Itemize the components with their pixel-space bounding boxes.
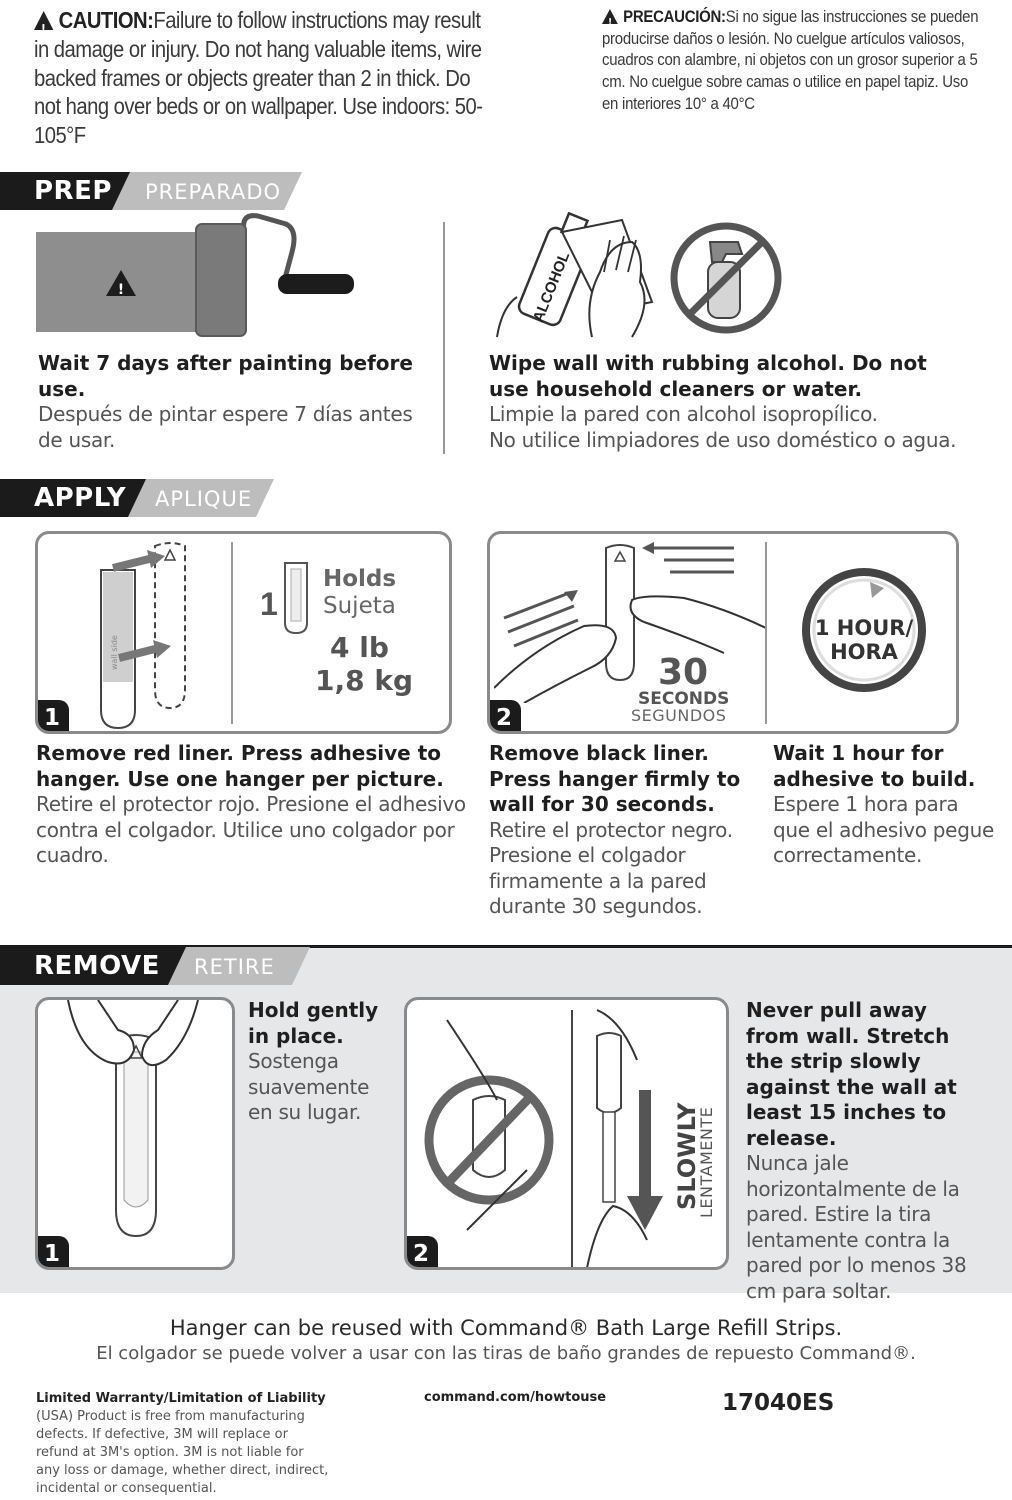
hour-line1: 1 HOUR/ bbox=[814, 616, 914, 640]
remove-step2-number: 2 bbox=[407, 1236, 438, 1267]
paint-roller-illustration: ! bbox=[36, 213, 354, 337]
apply-step1-en: Remove red liner. Press adhesive to hang… bbox=[36, 741, 444, 791]
svg-text:!: ! bbox=[118, 282, 124, 298]
seconds-value: 30 bbox=[658, 652, 709, 693]
remove-step2-en: Never pull away from wall. Stretch the s… bbox=[746, 998, 957, 1150]
apply-step1-number: 1 bbox=[38, 700, 69, 731]
reuse-en: Hanger can be reused with Command® Bath … bbox=[169, 1316, 843, 1340]
apply-step2-text: Remove black liner. Press hanger firmly … bbox=[489, 741, 747, 920]
apply-step1-text: Remove red liner. Press adhesive to hang… bbox=[36, 741, 466, 869]
apply-step1-es: Retire el protector rojo. Presione el ad… bbox=[36, 792, 466, 867]
prep-step2-en: Wipe wall with rubbing alcohol. Do not u… bbox=[489, 351, 927, 401]
remove-step2-panel: SLOWLY LENTAMENTE 2 bbox=[404, 997, 729, 1270]
caution-text: Failure to follow instructions may resul… bbox=[34, 7, 483, 149]
apply-title: APPLY bbox=[0, 479, 156, 517]
holds-es: Sujeta bbox=[323, 593, 396, 619]
no-spray-cleaner-icon bbox=[670, 222, 782, 334]
remove-step1-text: Hold gently in place. Sostenga suavement… bbox=[248, 998, 398, 1126]
prep-step1-es: Después de pintar espere 7 días antes de… bbox=[38, 402, 413, 452]
prep-step2-text: Wipe wall with rubbing alcohol. Do not u… bbox=[489, 351, 969, 453]
clock-icon bbox=[802, 568, 926, 692]
slowly-es: LENTAMENTE bbox=[697, 1106, 716, 1218]
hour-label: 1 HOUR/ HORA bbox=[814, 616, 914, 664]
product-code: 17040ES bbox=[722, 1390, 835, 1416]
warning-icon bbox=[34, 11, 54, 44]
prep-subtitle: PREPARADO bbox=[112, 172, 302, 210]
slowly-anchor: SLOWLY LENTAMENTE bbox=[673, 1060, 716, 1218]
caution-spanish: PRECAUCIÓN:Si no sigue las instrucciones… bbox=[602, 6, 980, 115]
apply-step3-text: Wait 1 hour for adhesive to build. Esper… bbox=[773, 741, 998, 869]
remove-step2-text: Never pull away from wall. Stretch the s… bbox=[746, 998, 986, 1304]
prep-step2-es-1: Limpie la pared con alcohol isopropílico… bbox=[489, 402, 878, 426]
apply-step2-en: Remove black liner. Press hanger firmly … bbox=[489, 741, 741, 816]
prep-divider bbox=[443, 222, 445, 454]
apply-step1-divider bbox=[231, 542, 233, 724]
press-hanger-illustration bbox=[494, 542, 766, 703]
prep-step1-text: Wait 7 days after painting before use. D… bbox=[38, 351, 418, 453]
seconds-en: SECONDS bbox=[638, 689, 730, 709]
apply-step3-es: Espere 1 hora para que el adhesivo pegue… bbox=[773, 792, 994, 867]
apply-step2-divider bbox=[765, 542, 767, 724]
apply-step3-en: Wait 1 hour for adhesive to build. bbox=[773, 741, 976, 791]
holds-en: Holds bbox=[323, 566, 397, 592]
warning-icon bbox=[602, 9, 618, 34]
warranty-title: Limited Warranty/Limitation of Liability bbox=[36, 1391, 326, 1406]
howtouse-link[interactable]: command.com/howtouse bbox=[424, 1390, 607, 1405]
hanger-icon bbox=[284, 562, 308, 635]
remove-step1-number: 1 bbox=[38, 1236, 69, 1267]
warranty: Limited Warranty/Limitation of Liability… bbox=[36, 1390, 331, 1498]
precaucion-label: PRECAUCIÓN: bbox=[623, 7, 726, 26]
precaucion-text: Si no sigue las instrucciones se pueden … bbox=[602, 7, 979, 113]
apply-step2-panel: 30 SECONDS SEGUNDOS 1 HOUR/ HORA 2 bbox=[487, 531, 959, 734]
remove-step1-es: Sostenga suavemente en su lugar. bbox=[248, 1049, 370, 1124]
prep-step2-es-2: No utilice limpiadores de uso doméstico … bbox=[489, 427, 957, 452]
hour-line2: HORA bbox=[830, 640, 898, 664]
remove-step1-en: Hold gently in place. bbox=[248, 998, 379, 1048]
caution-english: CAUTION:Failure to follow instructions m… bbox=[34, 6, 492, 150]
apply-subtitle: APLIQUE bbox=[128, 479, 274, 517]
caution-label: CAUTION: bbox=[58, 7, 154, 33]
weight-lb: 4 lb bbox=[330, 631, 389, 664]
remove-subtitle: RETIRE bbox=[168, 947, 310, 985]
remove-step1-panel: 1 bbox=[35, 997, 235, 1270]
prep-step1-en: Wait 7 days after painting before use. bbox=[38, 351, 413, 401]
warranty-text: (USA) Product is free from manufacturing… bbox=[36, 1409, 329, 1496]
hold-hanger-illustration bbox=[67, 1000, 199, 1238]
warning-icon: ! bbox=[106, 270, 136, 298]
reuse-es: El colgador se puede volver a usar con l… bbox=[96, 1343, 916, 1364]
apply-step2-number: 2 bbox=[490, 700, 521, 731]
seconds-es: SEGUNDOS bbox=[631, 706, 727, 725]
apply-step2-es: Retire el protector negro. Presione el c… bbox=[489, 817, 733, 919]
remove-title: REMOVE bbox=[0, 947, 196, 985]
holds-count: 1 bbox=[260, 586, 278, 622]
alcohol-wipe-illustration: ALCOHOL bbox=[496, 212, 654, 338]
adhesive-strip-illustration: wall side bbox=[100, 542, 186, 730]
liner-text: wall side bbox=[110, 635, 119, 670]
stretch-release-illustration bbox=[424, 1009, 663, 1267]
weight-kg: 1,8 kg bbox=[315, 664, 414, 697]
apply-step1-panel: wall side 1 Holds Sujeta 4 lb 1,8 kg 1 bbox=[35, 531, 452, 734]
remove-step2-es: Nunca jale horizontalmente de la pared. … bbox=[746, 1151, 967, 1303]
